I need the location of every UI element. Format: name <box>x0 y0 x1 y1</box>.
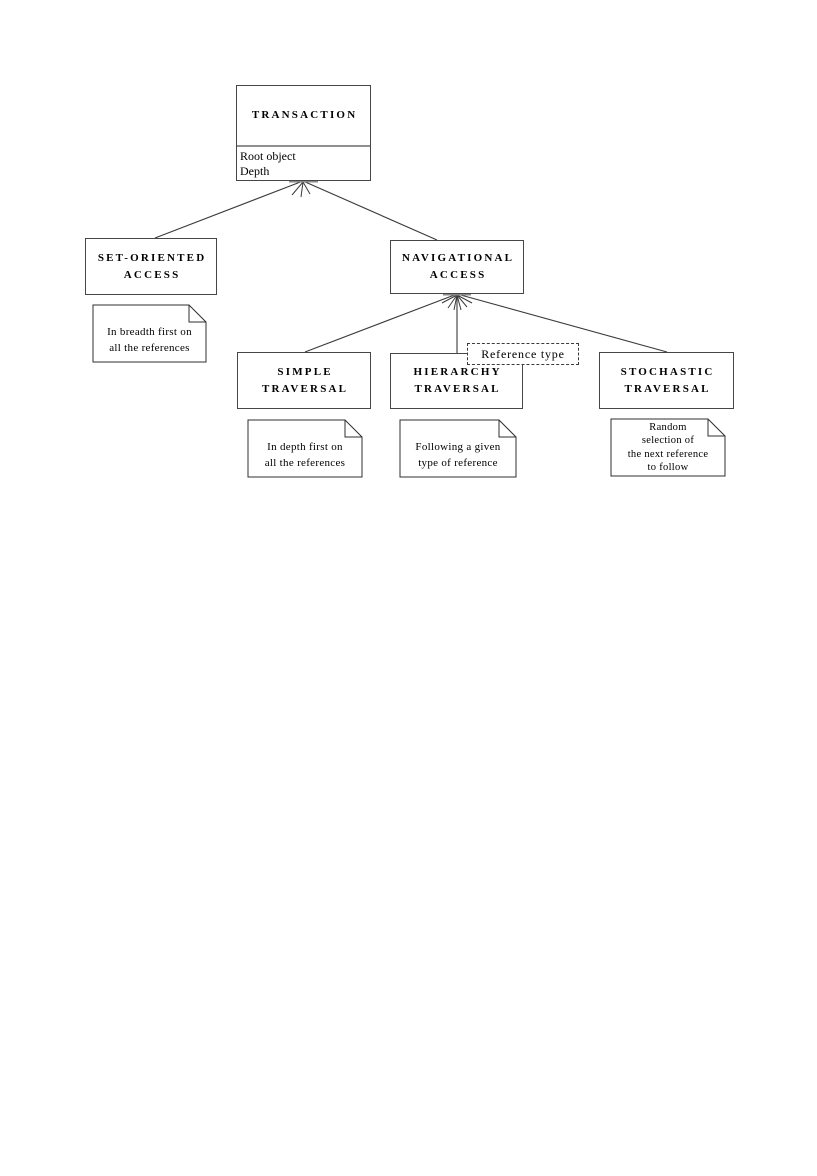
class-title-line: NAVIGATIONAL <box>402 252 515 264</box>
connector-navigational-stochastic <box>456 293 668 353</box>
class-box-navigational-access: NAVIGATIONAL ACCESS <box>390 240 524 294</box>
class-title-line: HIERARCHY <box>413 366 502 378</box>
note-line: In depth first on <box>267 441 343 453</box>
class-title-compartment: TRANSACTION <box>237 86 370 147</box>
class-box-stochastic-traversal: STOCHASTIC TRAVERSAL <box>599 352 734 409</box>
note-shape-stochastic <box>610 418 726 477</box>
class-attributes-compartment: Root object Depth <box>237 147 370 179</box>
note-shape-simple <box>247 419 363 478</box>
note-line: Following a given <box>415 441 501 453</box>
connector-transaction-set-oriented <box>154 180 304 239</box>
note-shape-hierarchy <box>399 419 517 478</box>
class-box-transaction: TRANSACTION Root object Depth <box>236 85 371 181</box>
note-line: In breadth first on <box>107 326 192 338</box>
class-box-hierarchy-traversal: HIERARCHY TRAVERSAL <box>390 353 523 409</box>
attribute-root-object: Root object <box>240 149 296 163</box>
arrow-fan-navigational <box>441 294 473 311</box>
reference-type-label: Reference type <box>467 343 579 365</box>
connector-transaction-navigational <box>302 180 438 241</box>
note-line: selection of <box>641 435 695 447</box>
class-title-line: TRAVERSAL <box>624 382 711 395</box>
class-title-line: STOCHASTIC <box>620 365 715 378</box>
note-line: Random <box>649 422 687 434</box>
note-simple-traversal: In depth first on all the references <box>248 420 362 477</box>
note-hierarchy-traversal: Following a given type of reference <box>400 420 516 477</box>
class-title-line: SET-ORIENTED <box>97 251 207 264</box>
class-title: TRANSACTION <box>251 109 358 121</box>
note-line: all the references <box>264 456 346 469</box>
class-title-line: SIMPLE <box>277 365 333 378</box>
class-title-line: ACCESS <box>429 269 487 281</box>
note-stochastic-traversal: Random selection of the next reference t… <box>611 419 725 476</box>
note-line: type of reference <box>418 456 498 469</box>
note-line: the next reference <box>627 448 709 460</box>
note-line: all the references <box>109 341 190 354</box>
class-box-set-oriented-access: SET-ORIENTED ACCESS <box>85 238 217 295</box>
arrow-base-segments <box>289 179 471 296</box>
class-title-line: TRAVERSAL <box>261 382 349 395</box>
note-line: to follow <box>647 461 689 473</box>
connector-navigational-simple <box>304 293 458 353</box>
class-title-line: TRAVERSAL <box>414 383 501 395</box>
class-box-simple-traversal: SIMPLE TRAVERSAL <box>237 352 371 409</box>
attribute-depth: Depth <box>240 164 270 178</box>
note-set-oriented: In breadth first on all the references <box>93 305 206 362</box>
note-shape-set-oriented <box>92 304 207 363</box>
class-title-line: ACCESS <box>123 268 181 281</box>
arrow-fan-transaction <box>291 181 311 198</box>
